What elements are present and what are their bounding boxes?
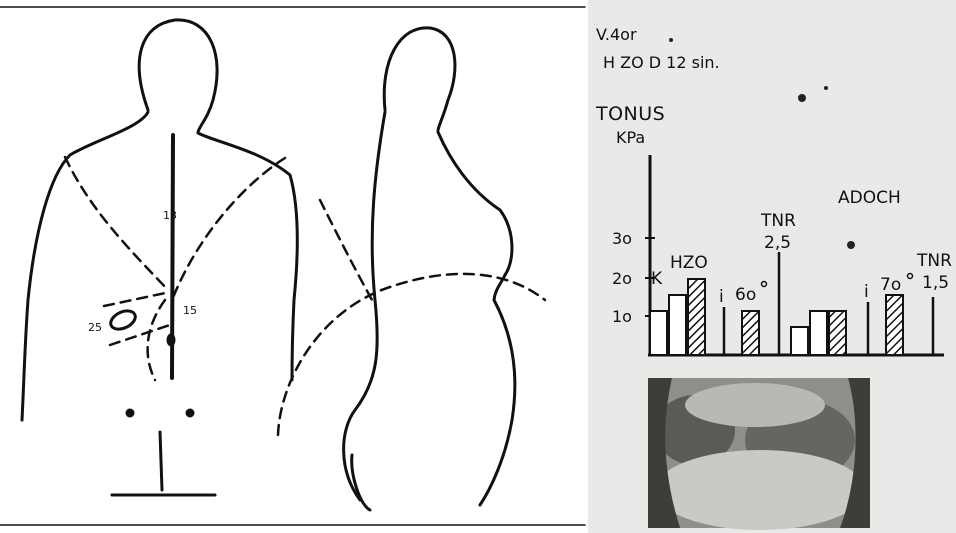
bar-open (669, 295, 686, 355)
speckle-1 (669, 38, 673, 42)
bar-hatched (886, 295, 903, 355)
chart-unit: KPa (616, 128, 645, 147)
bar-hatched (688, 279, 705, 355)
speckle-3 (824, 86, 828, 90)
photograph (648, 378, 870, 530)
bar-open (810, 311, 827, 355)
spine-mark (168, 335, 174, 345)
side-body-outline (344, 112, 515, 505)
annotation-i70: 7o (880, 275, 901, 295)
photo-light-region (685, 383, 825, 427)
annotation-tnr2: TNR (916, 251, 952, 271)
dimple-left (127, 410, 133, 416)
bar-open (791, 327, 808, 355)
label-spine-upper: 13 (163, 209, 177, 222)
annotation-tnr1-value: 2,5 (764, 233, 791, 253)
bar-open (650, 311, 667, 355)
annotation-hzo: HZO (670, 253, 708, 273)
dimple-right (187, 410, 193, 416)
body-labels: 13 15 25 (88, 209, 197, 334)
lateral-zone-ring (108, 307, 138, 332)
back-head-outline (139, 20, 217, 132)
chart-title: TONUS (595, 103, 665, 125)
bar-hatched (829, 311, 846, 355)
dermatome-lines (65, 157, 545, 435)
back-body-outline (22, 112, 297, 420)
side-knee-outline (352, 455, 370, 510)
annotation-tnr2-value: 1,5 (922, 273, 949, 293)
gluteal-line (112, 432, 215, 495)
side-head-outline (384, 28, 455, 130)
annotation-k: K (651, 269, 663, 289)
annotation-tnr1: TNR (760, 211, 796, 231)
y-tick-label: 3o (612, 229, 632, 248)
right-panel: V.4or H ZO D 12 sin. TONUS KPa 3o 2o 1o … (588, 0, 956, 533)
label-spine-lower: 15 (183, 304, 197, 317)
y-tick-label: 2o (612, 269, 632, 288)
annotation-i-right: i (864, 282, 869, 302)
bar-hatched (742, 311, 759, 355)
annotation-i60: 6o (735, 285, 756, 305)
y-tick-label: 1o (612, 307, 632, 326)
speckle-2 (798, 94, 806, 102)
header-line-2: H ZO D 12 sin. (603, 53, 720, 72)
annotation-i-left: i (719, 287, 724, 307)
label-lateral-mark: 25 (88, 321, 102, 334)
photo-light-region (655, 450, 865, 530)
speckle-4 (847, 241, 855, 249)
annotation-adoch: ADOCH (838, 188, 901, 208)
header-line-1: V.4or (596, 25, 637, 44)
body-diagram (0, 7, 585, 525)
